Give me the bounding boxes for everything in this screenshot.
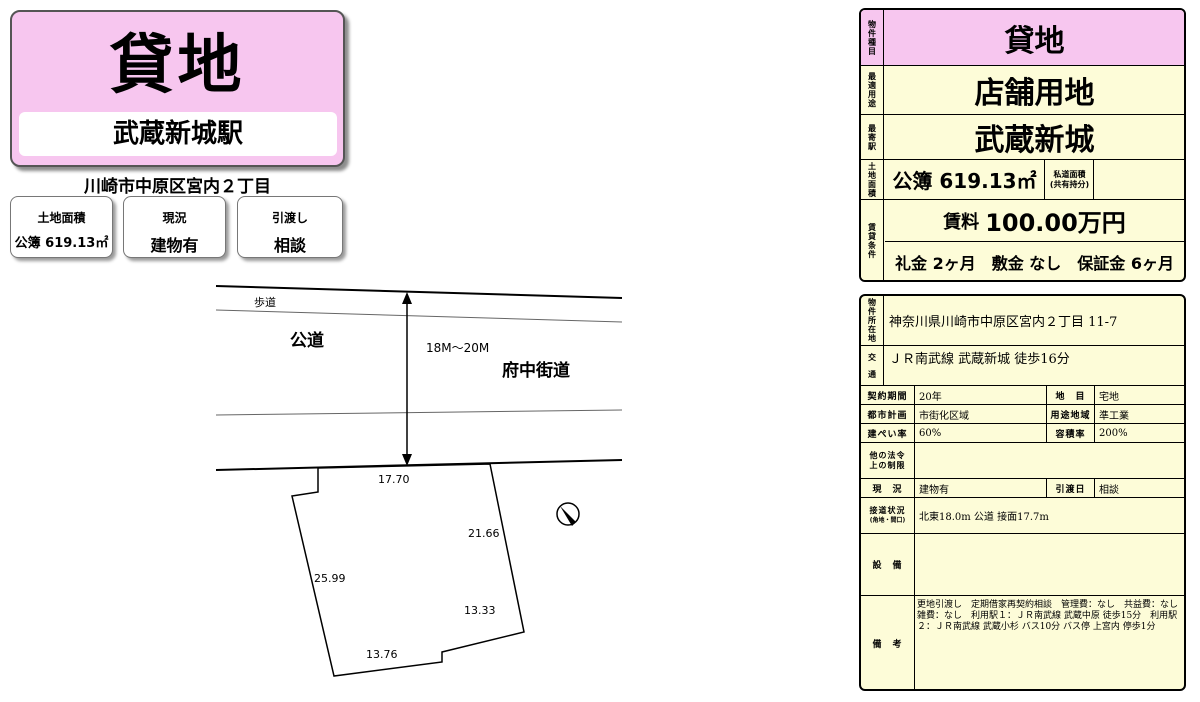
row-city-plan: 都市計画 市街化区域 用途地域 準工業 bbox=[861, 405, 1184, 424]
row-contract: 契約期間 20年 地 目 宅地 bbox=[861, 386, 1184, 405]
row-facilities: 設 備 bbox=[861, 534, 1184, 596]
facilities-label: 設 備 bbox=[861, 534, 915, 595]
dim-right-lower: 13.33 bbox=[464, 604, 496, 617]
dim-left: 25.99 bbox=[314, 572, 346, 585]
road-width-text: 18M～20M bbox=[426, 341, 489, 355]
land-category-value: 宅地 bbox=[1099, 391, 1119, 403]
property-type-label: 物件種目 bbox=[861, 10, 884, 65]
contract-period-label: 契約期間 bbox=[861, 386, 915, 404]
nearest-station-value: 武蔵新城 bbox=[974, 123, 1095, 158]
row-lease-terms: 賃貸条件 賃料 100.00万円 礼金 2ヶ月 敷金 なし 保証金 6ヶ月 bbox=[861, 200, 1184, 280]
delivery-value: 相談 bbox=[1099, 484, 1119, 496]
city-plan-label: 都市計画 bbox=[861, 405, 915, 423]
listing-title: 貸地 bbox=[109, 29, 246, 103]
row-remarks: 備 考 更地引渡し 定期借家再契約相談 管理費：なし 共益費：なし 雑費：なし … bbox=[861, 596, 1184, 689]
land-area-value-right: 公簿 619.13㎡ bbox=[885, 160, 1045, 199]
land-area-value: 公簿 619.13㎡ bbox=[14, 236, 109, 251]
rent-prefix: 賃料 bbox=[943, 211, 980, 233]
handover-box: 引渡し 相談 bbox=[237, 196, 343, 258]
private-road-label: 私道面積(共有持分) bbox=[1046, 160, 1094, 199]
public-road-text: 公道 bbox=[290, 330, 324, 351]
property-type-value: 貸地 bbox=[1004, 23, 1065, 59]
current-status-box: 現況 建物有 bbox=[123, 196, 226, 258]
zoning-label: 用途地域 bbox=[1047, 405, 1095, 423]
current-status-label: 現況 bbox=[162, 211, 187, 225]
access-label-1: 交 bbox=[868, 352, 876, 362]
coverage-label: 建ぺい率 bbox=[861, 424, 915, 442]
road-center-line bbox=[215, 409, 623, 416]
road-contact-sub: (角地・間口) bbox=[869, 516, 906, 524]
land-area-label-right: 土地面積 bbox=[861, 160, 884, 199]
land-category-label: 地 目 bbox=[1047, 386, 1095, 404]
row-status: 現 況 建物有 引渡日 相談 bbox=[861, 479, 1184, 498]
lease-conditions: 礼金 2ヶ月 敷金 なし 保証金 6ヶ月 bbox=[895, 254, 1174, 273]
lease-terms-label: 賃貸条件 bbox=[861, 200, 884, 280]
short-address: 川崎市中原区宮内２丁目 bbox=[84, 177, 271, 197]
access-label-2: 通 bbox=[868, 369, 876, 379]
road-contact-value: 北東18.0m 公道 接面17.7m bbox=[919, 512, 1049, 523]
current-status-value: 建物有 bbox=[150, 236, 199, 255]
best-use-value: 店舗用地 bbox=[974, 76, 1095, 111]
row-best-use: 最適用途 店舗用地 bbox=[861, 66, 1184, 115]
zoning-value: 準工業 bbox=[1099, 410, 1129, 422]
sidewalk-text: 歩道 bbox=[254, 295, 276, 309]
remarks-label: 備 考 bbox=[861, 596, 915, 689]
north-compass-icon bbox=[556, 502, 580, 526]
location-label: 物件所在地 bbox=[861, 296, 884, 345]
rent-value: 100.00万円 bbox=[985, 209, 1126, 237]
row-access: 交 通 ＪＲ南武線 武蔵新城 徒歩16分 bbox=[861, 346, 1184, 386]
other-laws-label: 他の法令上の制限 bbox=[861, 443, 915, 478]
lot-outline bbox=[291, 463, 525, 677]
coverage-value: 60% bbox=[915, 424, 1047, 442]
remarks-value: 更地引渡し 定期借家再契約相談 管理費：なし 共益費：なし 雑費：なし 利用駅１… bbox=[917, 600, 1184, 632]
dim-right-upper: 21.66 bbox=[468, 527, 500, 540]
far-label: 容積率 bbox=[1047, 424, 1095, 442]
location-value: 神奈川県川崎市中原区宮内２丁目 11-7 bbox=[889, 315, 1118, 330]
rent-line: 賃料 100.00万円 bbox=[885, 200, 1184, 242]
title-card: 貸地 武蔵新城駅 bbox=[10, 10, 345, 167]
sidewalk-line bbox=[215, 309, 623, 323]
access-value: ＪＲ南武線 武蔵新城 徒歩16分 bbox=[889, 352, 1070, 367]
handover-value: 相談 bbox=[273, 236, 306, 255]
row-location: 物件所在地 神奈川県川崎市中原区宮内２丁目 11-7 bbox=[861, 296, 1184, 346]
access-label: 交 通 bbox=[861, 346, 884, 385]
status-label: 現 況 bbox=[861, 479, 915, 497]
land-area-label: 土地面積 bbox=[37, 211, 86, 225]
contract-period-value: 20年 bbox=[915, 386, 1047, 404]
summary-panel: 物件種目 貸地 最適用途 店舗用地 最寄駅 武蔵新城 土地面積 公簿 619.1… bbox=[859, 8, 1186, 282]
nearest-station-label: 最寄駅 bbox=[861, 115, 884, 159]
arrow-head-down bbox=[402, 454, 412, 466]
row-other-laws: 他の法令上の制限 bbox=[861, 443, 1184, 479]
city-plan-value: 市街化区域 bbox=[915, 405, 1047, 423]
best-use-label: 最適用途 bbox=[861, 66, 884, 114]
row-land-area: 土地面積 公簿 619.13㎡ 私道面積(共有持分) bbox=[861, 160, 1184, 200]
arrow-head-up bbox=[402, 292, 412, 304]
station-banner: 武蔵新城駅 bbox=[19, 112, 337, 156]
road-contact-label: 接道状況 bbox=[869, 505, 906, 515]
status-value: 建物有 bbox=[915, 479, 1047, 497]
road-edge-top bbox=[215, 285, 623, 299]
site-map: 歩道 公道 18M～20M 府中街道 17.70 21.66 25.99 13.… bbox=[215, 285, 623, 677]
row-nearest-station: 最寄駅 武蔵新城 bbox=[861, 115, 1184, 160]
dim-top: 17.70 bbox=[378, 473, 410, 486]
row-property-type: 物件種目 貸地 bbox=[861, 10, 1184, 66]
road-name-text: 府中街道 bbox=[502, 360, 570, 381]
far-value: 200% bbox=[1099, 427, 1128, 439]
land-area-box: 土地面積 公簿 619.13㎡ bbox=[10, 196, 113, 258]
dim-bottom: 13.76 bbox=[366, 648, 398, 661]
row-road-contact: 接道状況 (角地・間口) 北東18.0m 公道 接面17.7m bbox=[861, 498, 1184, 534]
road-contact-label-cell: 接道状況 (角地・間口) bbox=[861, 498, 915, 533]
delivery-label: 引渡日 bbox=[1047, 479, 1095, 497]
details-panel: 物件所在地 神奈川県川崎市中原区宮内２丁目 11-7 交 通 ＪＲ南武線 武蔵新… bbox=[859, 294, 1186, 691]
handover-label: 引渡し bbox=[271, 211, 308, 225]
row-coverage: 建ぺい率 60% 容積率 200% bbox=[861, 424, 1184, 443]
